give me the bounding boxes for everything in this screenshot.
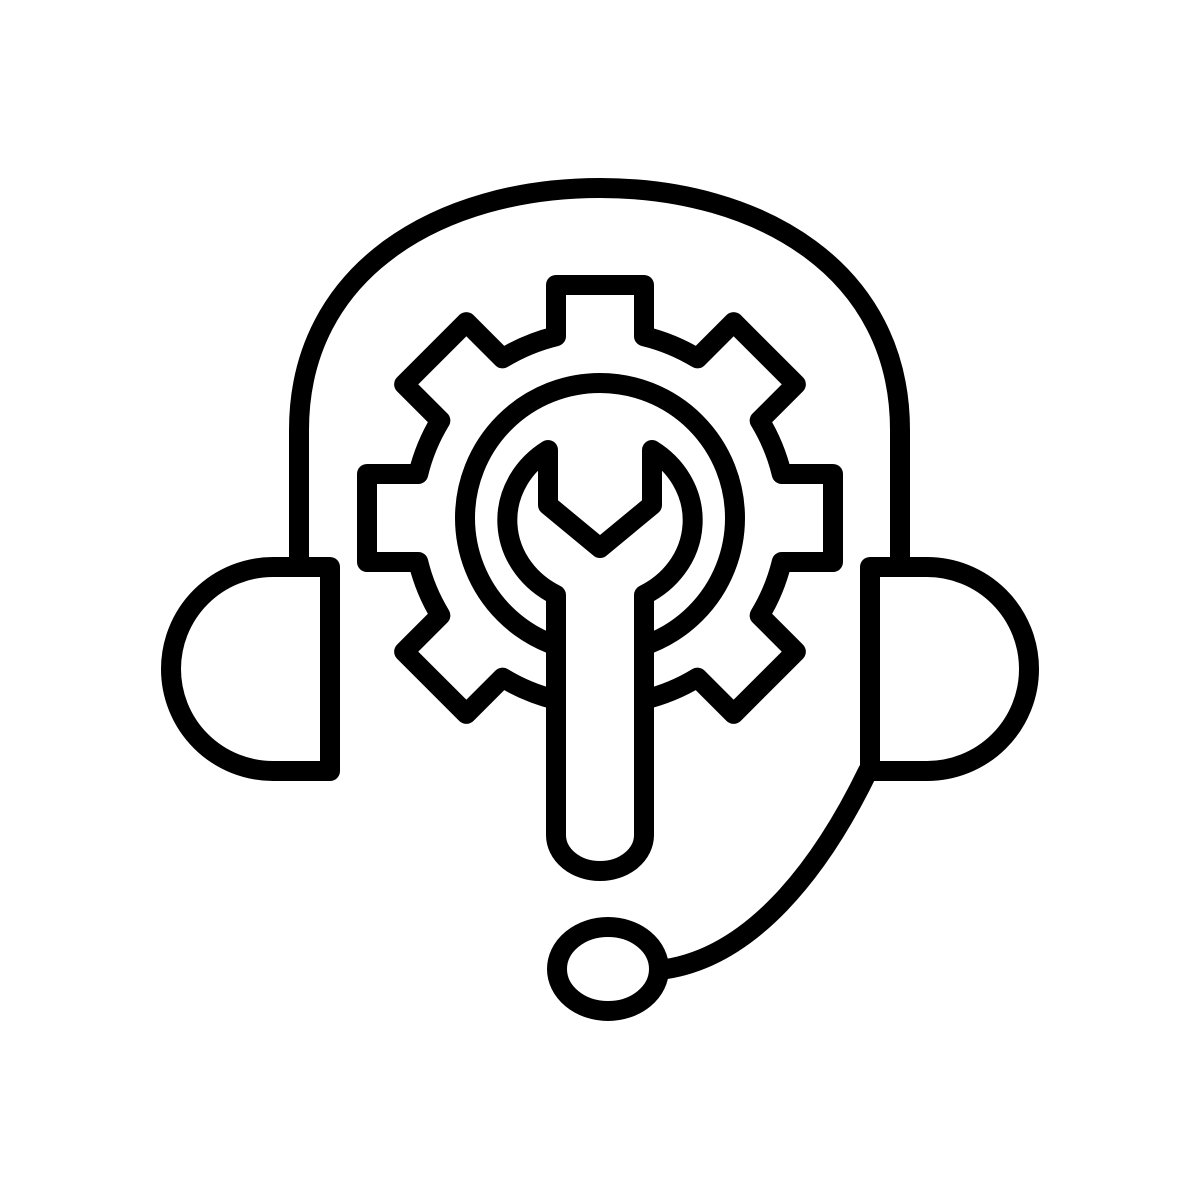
headband (289, 178, 910, 567)
left-earcup (161, 557, 340, 781)
microphone (547, 917, 669, 1021)
microphone-cord (649, 761, 878, 980)
wrench-icon (497, 440, 703, 881)
right-earcup (860, 557, 1039, 781)
